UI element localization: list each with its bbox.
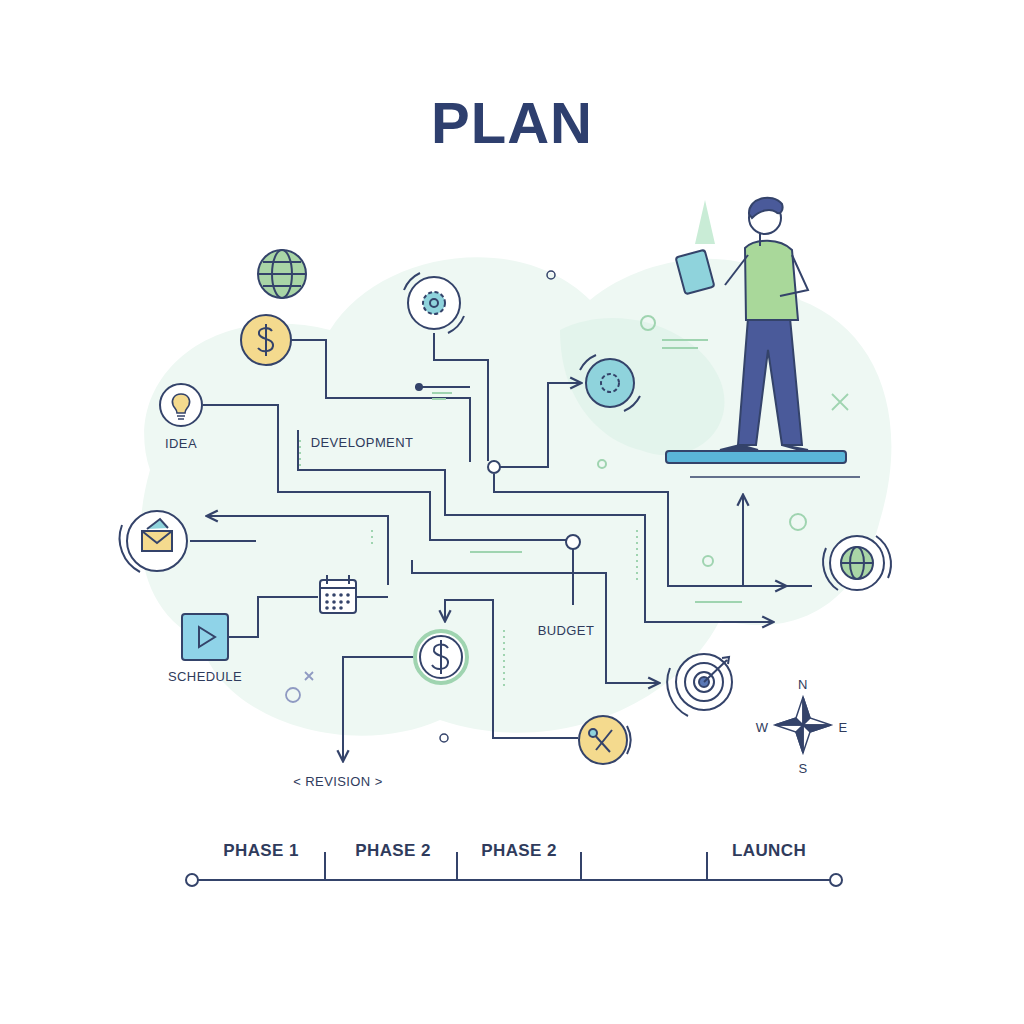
phase-label: PHASE 1	[223, 841, 299, 861]
node-shape	[181, 613, 229, 661]
section-label: BUDGET	[538, 623, 595, 638]
globe-icon	[823, 536, 891, 590]
compass-letter: E	[838, 720, 847, 735]
accents	[286, 394, 848, 702]
envelope-icon	[120, 511, 187, 572]
phase-label: PHASE 2	[481, 841, 557, 861]
node-shape	[158, 382, 204, 428]
globe-icon	[258, 250, 306, 298]
background-blob	[141, 257, 892, 735]
idea-icon-node: IDEA	[158, 382, 204, 428]
compass-letter: S	[798, 761, 807, 776]
dollar-icon	[415, 631, 467, 683]
compass-rose	[775, 697, 831, 753]
target-icon	[667, 654, 732, 716]
node-label: SCHEDULE	[168, 669, 242, 684]
accents	[300, 316, 806, 690]
person-figure	[666, 198, 846, 463]
phase-label: LAUNCH	[732, 841, 806, 861]
node-label: IDEA	[165, 436, 197, 451]
title: PLAN	[431, 89, 593, 156]
dollar-icon	[241, 315, 291, 365]
background-blob	[560, 318, 725, 455]
gear-icon	[580, 355, 640, 411]
gear-icon	[404, 273, 464, 333]
compass-letter: W	[756, 720, 769, 735]
phase-label: PHASE 2	[355, 841, 431, 861]
calendar-icon	[320, 575, 356, 613]
section-label: DEVELOPMENT	[311, 435, 414, 450]
compass-letter: N	[798, 677, 808, 692]
people-icon	[579, 716, 630, 764]
section-label: < REVISION >	[293, 774, 382, 789]
schedule-icon-node: SCHEDULE	[181, 613, 229, 661]
